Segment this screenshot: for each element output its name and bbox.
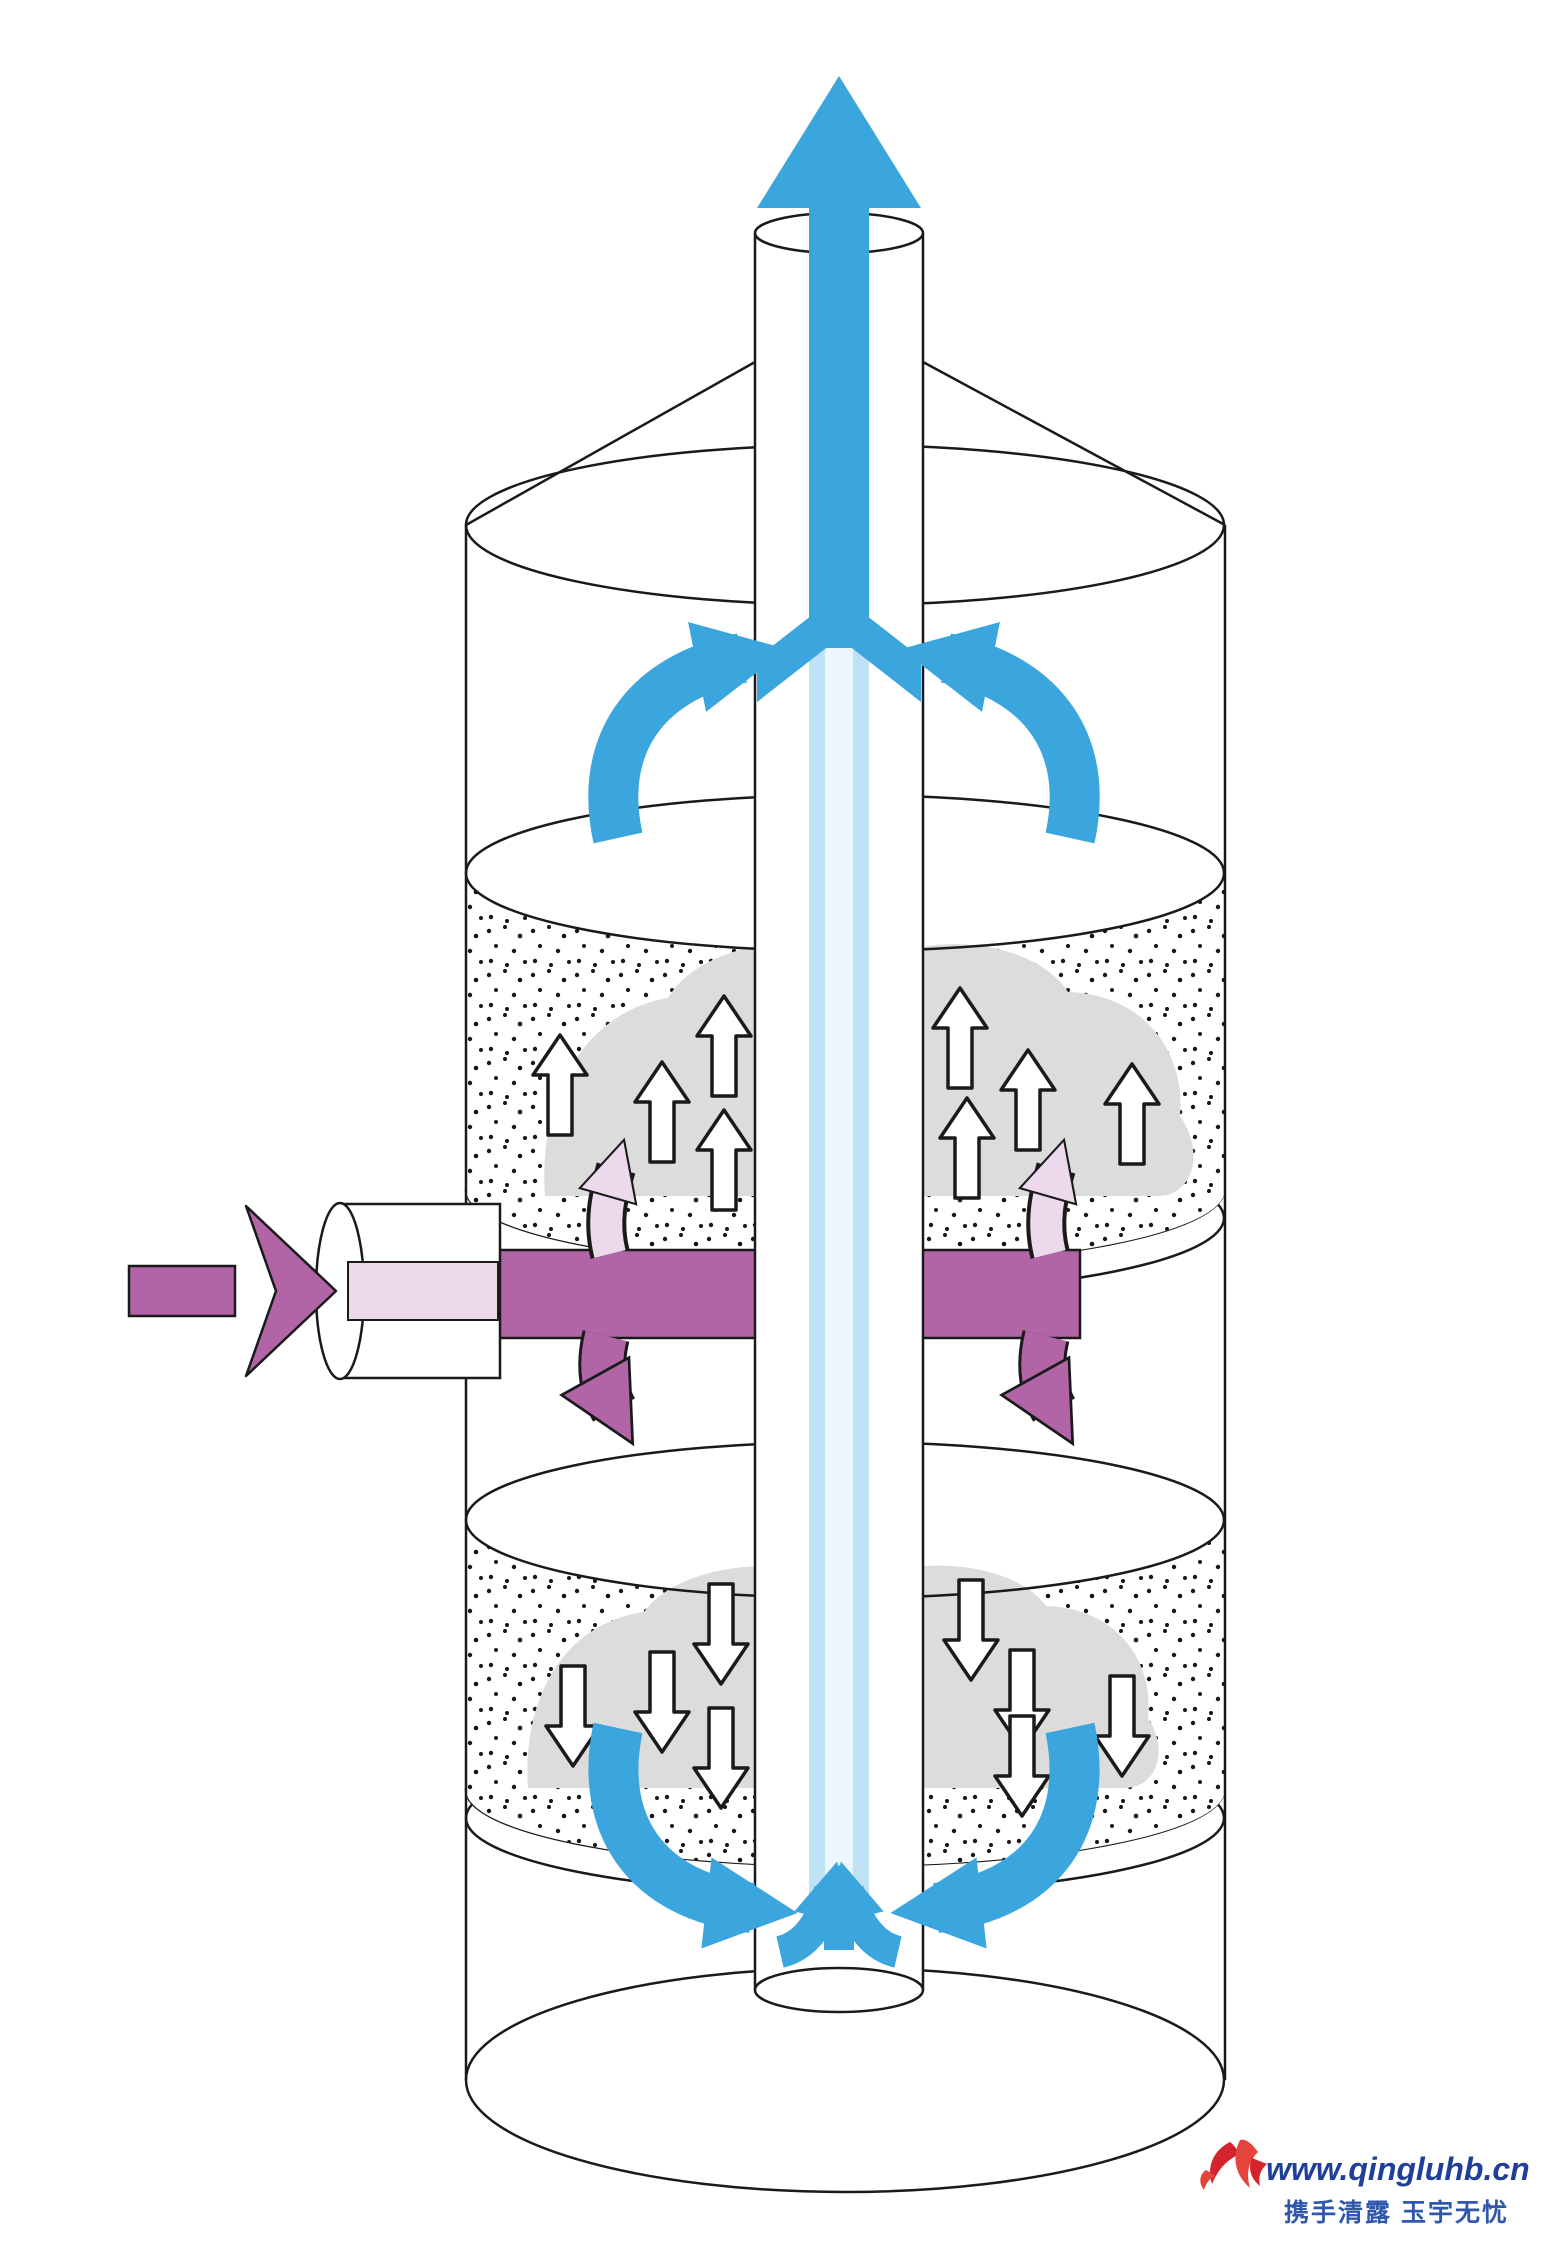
red-bird-icon xyxy=(1200,2139,1267,2190)
branch-down-right-arrow-icon xyxy=(999,1330,1075,1447)
brand-url: www.qingluhb.cn xyxy=(1266,2151,1530,2187)
inlet-arrow-shaft xyxy=(127,1264,237,1318)
bottom-curved-arrow-left-icon xyxy=(588,1722,798,1949)
center-pipe-walls xyxy=(753,233,925,1990)
brand-slogan: 携手清露 玉宇无忧 xyxy=(1284,2198,1509,2227)
inlet-pipe-inner-flow xyxy=(347,1261,499,1321)
blue-flow-arrows xyxy=(588,76,1100,1968)
gas-outlet-arrow-icon xyxy=(757,76,921,648)
inlet-duct xyxy=(127,1201,502,1381)
bottom-curved-arrow-right-icon xyxy=(890,1722,1100,1949)
branch-down-left-arrow-icon xyxy=(559,1330,635,1447)
top-curved-arrow-left-icon xyxy=(588,622,787,844)
branch-up-right-arrow-icon xyxy=(1017,1137,1078,1258)
stream-core xyxy=(825,640,853,1940)
branch-up-left-arrow-icon xyxy=(577,1137,638,1258)
clean-gas-stream xyxy=(809,640,869,1940)
top-curved-arrow-right-icon xyxy=(901,622,1100,844)
watermark: www.qingluhb.cn 携手清露 玉宇无忧 xyxy=(1200,2139,1530,2227)
vessel-cone-top xyxy=(465,360,1226,527)
center-pipe-bottom-opening xyxy=(753,1966,925,2014)
inlet-arrow-head-icon xyxy=(244,1204,338,1378)
merge-chevron-icon xyxy=(757,594,921,702)
